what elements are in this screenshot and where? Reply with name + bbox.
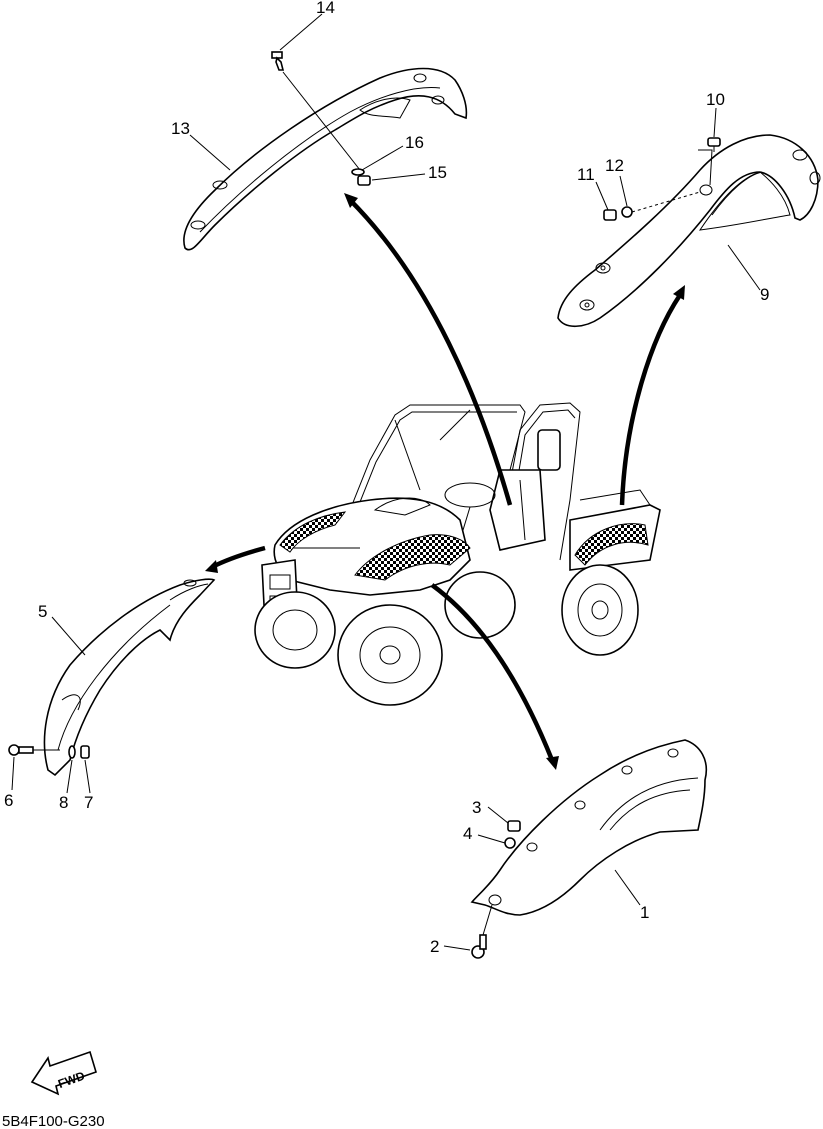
rear-fender-part-9 [557, 134, 821, 328]
assembly-arrows [205, 193, 685, 770]
callout-15: 15 [428, 163, 447, 182]
nut-part-7 [80, 745, 90, 759]
bolt-part-14 [271, 51, 285, 71]
callout-13: 13 [171, 119, 190, 138]
callout-7: 7 [84, 793, 93, 812]
washer-part-16 [351, 168, 365, 176]
callout-10: 10 [706, 90, 725, 109]
callout-9: 9 [760, 285, 769, 304]
callout-leaders [11, 13, 761, 951]
callout-6: 6 [4, 791, 13, 810]
callout-8: 8 [59, 793, 68, 812]
nut-part-15 [357, 175, 371, 186]
nut-part-3 [507, 820, 521, 832]
vehicle-illustration [254, 402, 661, 706]
callout-3: 3 [472, 798, 481, 817]
front-fender-part-1 [470, 739, 707, 916]
top-cover-part-13 [183, 67, 468, 251]
callout-11: 11 [577, 165, 595, 184]
drawing-code: 5B4F100-G230 [2, 1113, 105, 1129]
callout-5: 5 [38, 602, 47, 621]
bolt-part-6 [8, 744, 34, 756]
washer-part-4 [504, 837, 516, 849]
washer-part-8 [68, 745, 76, 759]
callout-14: 14 [316, 0, 335, 17]
callout-12: 12 [605, 156, 624, 175]
callout-4: 4 [463, 824, 472, 843]
forward-direction-arrow: FWD [30, 1050, 97, 1096]
bolt-part-10 [707, 137, 721, 152]
callout-1: 1 [640, 903, 649, 922]
callout-2: 2 [430, 937, 439, 956]
bolt-part-2 [471, 934, 487, 959]
front-cover-part-5 [43, 578, 216, 777]
nut-part-11 [603, 209, 617, 221]
callout-16: 16 [405, 133, 424, 152]
washer-part-12 [621, 206, 633, 218]
